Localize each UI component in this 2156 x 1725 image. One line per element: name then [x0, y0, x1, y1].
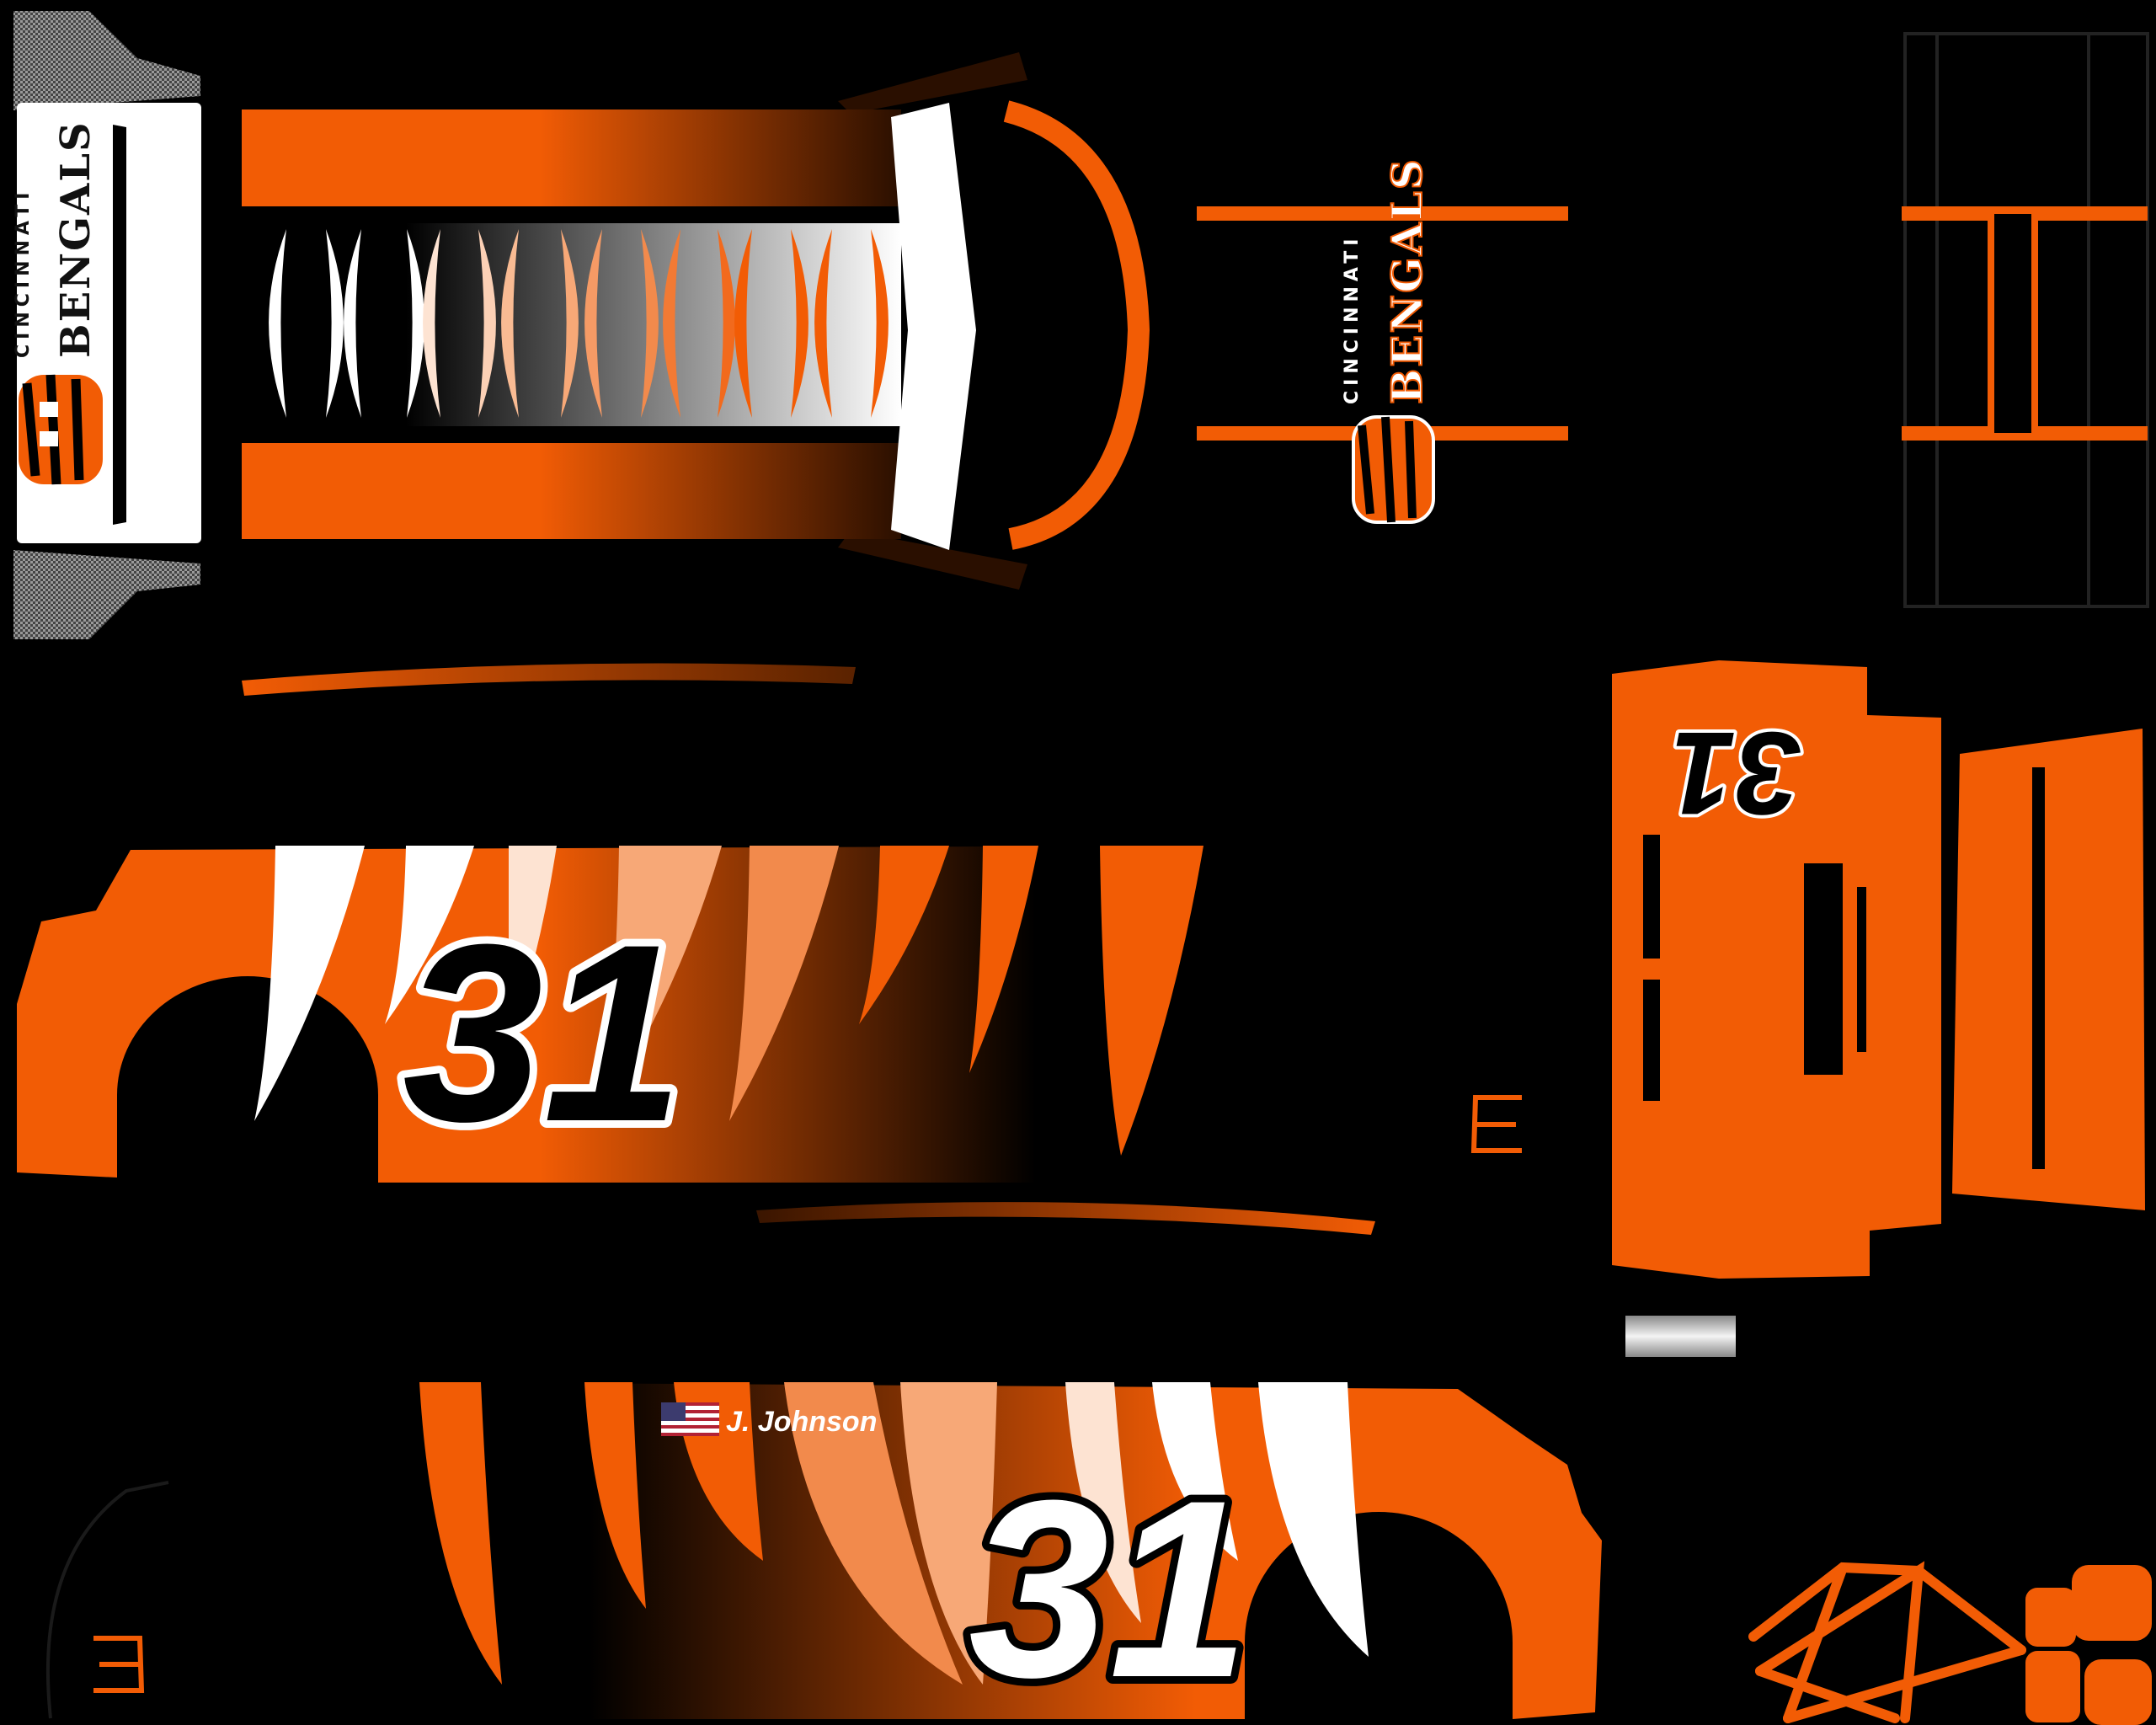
fang-shape: [584, 1382, 646, 1609]
small-e-mark: [1470, 1095, 1522, 1153]
fang-shape: [509, 846, 557, 1045]
bengals-logo-rear: CINCINNATI BENGALS: [13, 120, 103, 485]
car-number-side-right: 31: [969, 1447, 1250, 1725]
hood-tooth: [641, 229, 659, 418]
fang-shape: [1152, 1382, 1238, 1561]
fang-shape: [1258, 1382, 1369, 1657]
hood-stripe-bottom: [242, 443, 901, 539]
roll-cage-blobs: [2025, 1565, 2152, 1725]
hood-tooth: [814, 229, 832, 418]
hood-tooth: [663, 229, 680, 418]
decklid-outline: [1903, 32, 2149, 608]
mesh-grille-bottom: [13, 550, 200, 639]
windshield-white: [891, 103, 976, 550]
hood-tooth: [269, 229, 286, 418]
fang-shape: [1065, 1382, 1141, 1623]
tiger-b-icon: [19, 374, 103, 485]
tail-slot: [1643, 980, 1660, 1101]
roof-section: CINCINNATI BENGALS: [1197, 157, 1568, 524]
fang-shape: [729, 846, 839, 1121]
tail-panel-secondary: [1952, 729, 2145, 1210]
right-side-panel: 31 J. Johnson: [45, 1382, 1602, 1725]
logo-name-text: BENGALS: [1382, 158, 1432, 404]
fang-shape: [969, 846, 1038, 1073]
small-e-mark-lower: [93, 1636, 145, 1693]
decklid-center-box: [1988, 207, 2038, 440]
bengals-logo-roof: CINCINNATI BENGALS: [1342, 157, 1435, 524]
side-swoosh-upper: [242, 663, 856, 696]
hood-tooth: [734, 229, 752, 418]
hood-tooth: [326, 229, 344, 418]
hood-tooth: [718, 229, 735, 418]
fangs-lower-group: [419, 1382, 1369, 1685]
fang-shape: [598, 846, 722, 1117]
rear-black-stripe: [113, 125, 126, 525]
car-number-side-left: 31: [403, 891, 684, 1174]
fang-shape: [385, 846, 474, 1024]
hood-tooth: [407, 229, 424, 418]
logo-city-text: CINCINNATI: [13, 188, 34, 358]
tail-panel-main: [1612, 660, 1941, 1279]
roll-cage: [1748, 1561, 2026, 1723]
car-number-tail: 31: [1670, 708, 1801, 840]
tail-slot: [1643, 835, 1660, 959]
hood-tooth: [501, 229, 519, 418]
usa-flag-icon: [661, 1402, 719, 1436]
driver-name: J. Johnson: [726, 1406, 877, 1438]
fangs-upper-group: [254, 846, 1203, 1156]
lower-left-outline: [45, 1481, 169, 1719]
cowl-orange-arc: [1003, 100, 1150, 550]
hood-tooth: [561, 229, 579, 418]
hood-dark-accent-bottom: [838, 531, 1027, 590]
hood-section: [242, 52, 1150, 590]
fang-shape: [1100, 846, 1203, 1156]
mesh-grille-top: [13, 11, 200, 110]
hood-teeth-group: [269, 229, 889, 418]
tail-secondary-slot: [2032, 767, 2045, 1169]
hood-tooth: [478, 229, 496, 418]
hood-tooth: [423, 229, 440, 418]
rear-bumper-panel: CINCINNATI BENGALS: [13, 11, 201, 639]
tiger-b-icon: [1352, 415, 1435, 524]
hood-tooth: [344, 229, 361, 418]
decklid-section: [1902, 32, 2149, 608]
side-swoosh-lower: [756, 1202, 1375, 1235]
fang-shape: [419, 1382, 502, 1685]
silver-bar: [1625, 1316, 1736, 1357]
tail-slot-small: [1857, 887, 1866, 1052]
hood-stripe-top: [242, 109, 901, 206]
fang-shape: [859, 846, 949, 1024]
hood-tooth: [871, 229, 889, 418]
hood-dark-accent-top: [838, 52, 1027, 114]
fang-shape: [254, 846, 365, 1121]
tail-window: [1804, 863, 1843, 1075]
hood-tooth: [791, 229, 808, 418]
roof-stripe-top: [1197, 206, 1568, 221]
logo-name-text: BENGALS: [52, 120, 99, 358]
logo-city-text: CINCINNATI: [1342, 234, 1363, 404]
tail-panels: 31: [93, 660, 2145, 1693]
left-side-panel: 31: [17, 846, 1203, 1183]
fang-shape: [784, 1382, 963, 1685]
hood-tooth: [584, 229, 602, 418]
fang-shape: [900, 1382, 997, 1685]
